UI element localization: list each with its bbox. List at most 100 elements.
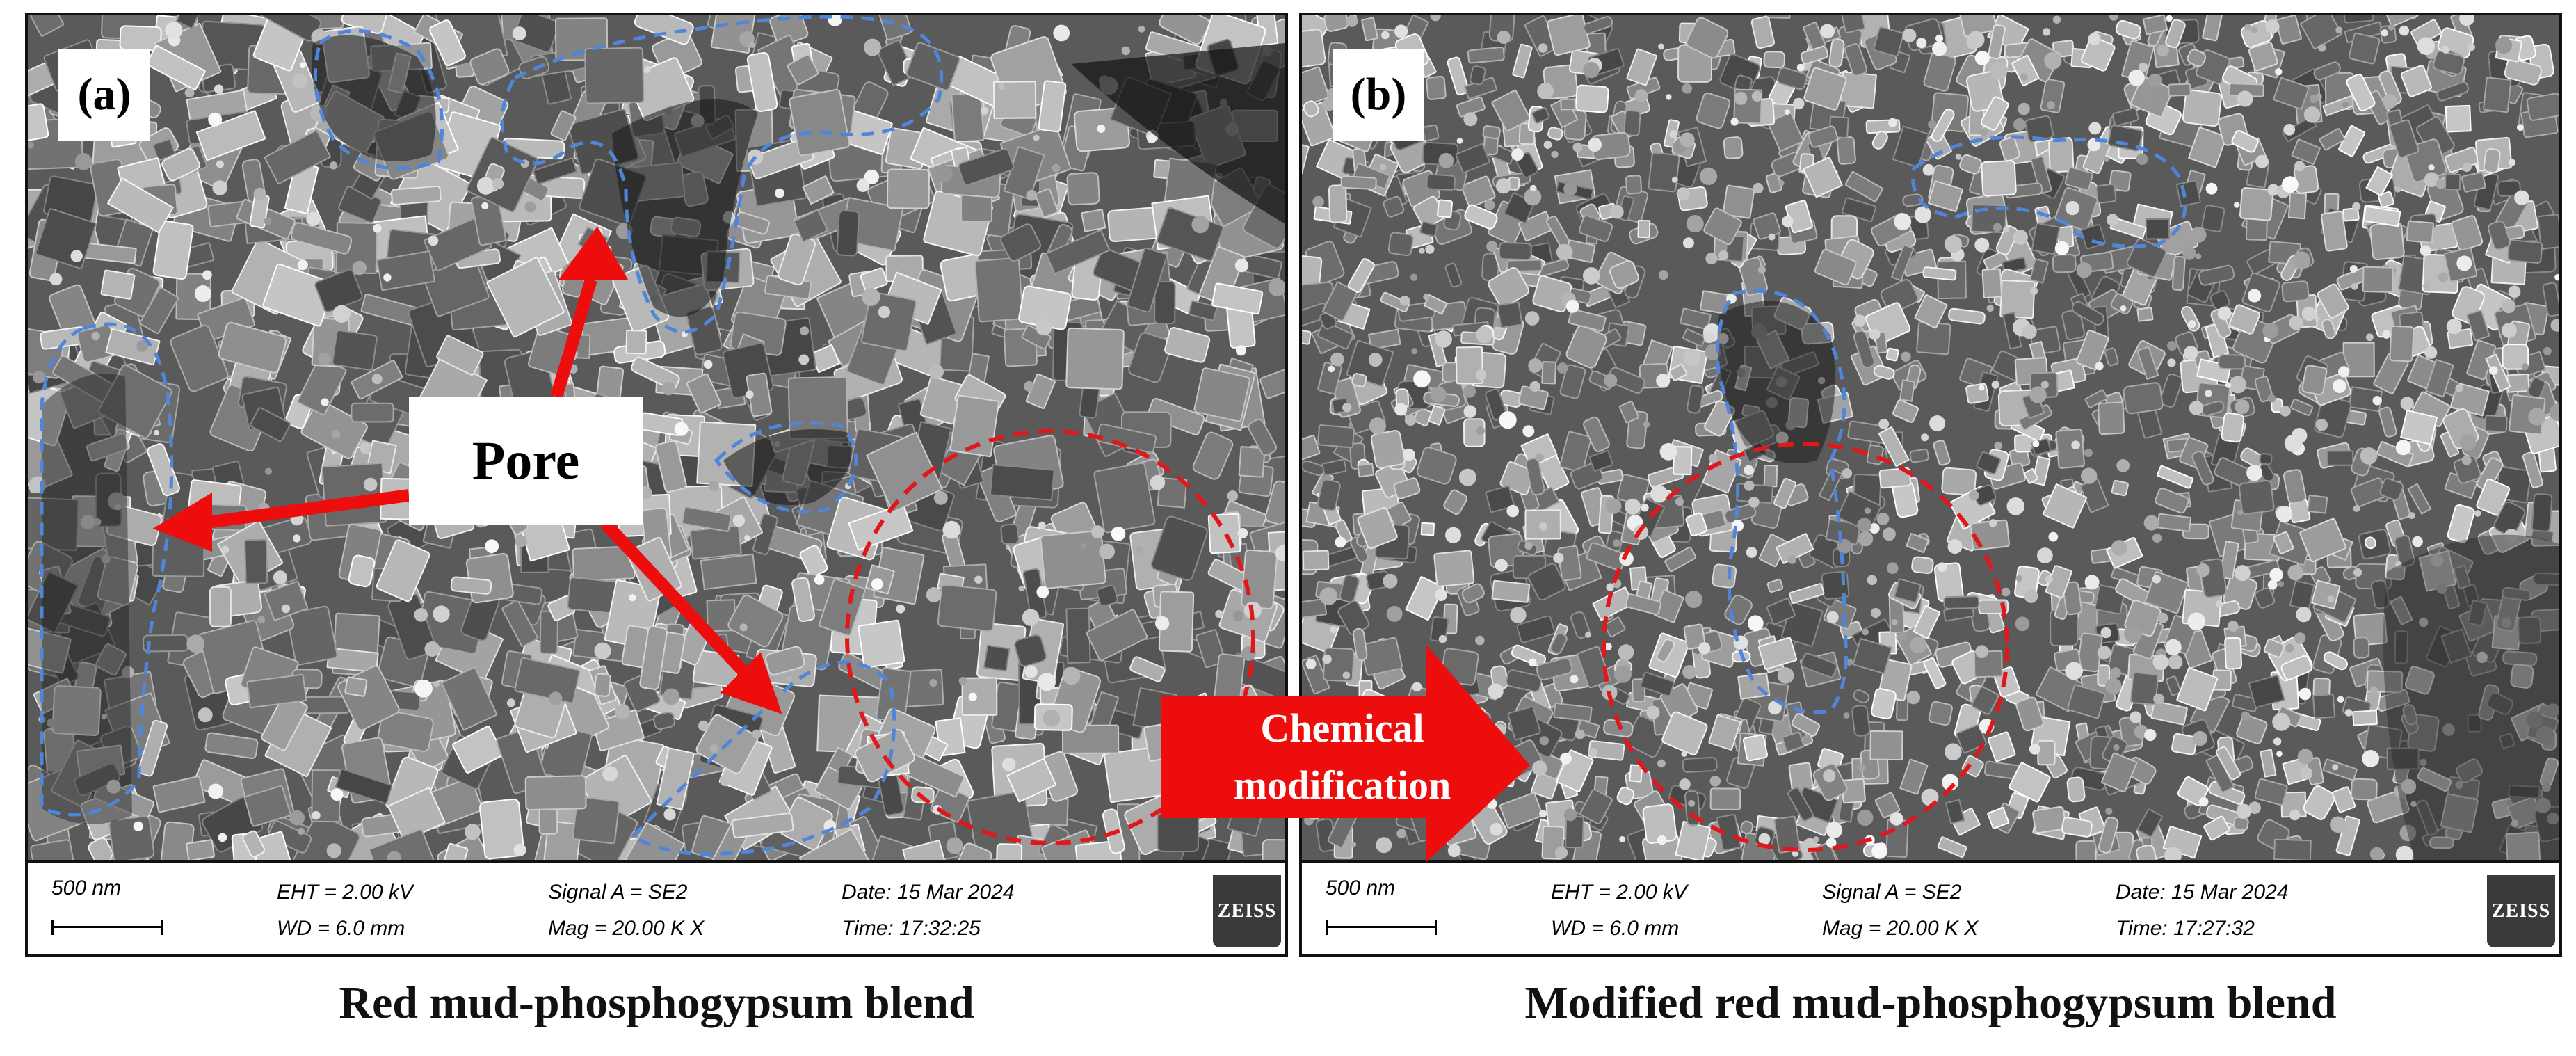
micrograph-texture-b xyxy=(1302,15,2559,860)
crystal-particle xyxy=(700,553,757,591)
crystal-particle xyxy=(1928,701,1953,726)
granule xyxy=(292,73,307,89)
granule xyxy=(871,578,883,590)
granule xyxy=(929,679,937,687)
pore-arrow-shaft xyxy=(600,518,756,685)
granule xyxy=(363,477,378,492)
granule xyxy=(293,534,301,543)
granule xyxy=(91,331,100,341)
signal-value: Signal A = SE2 xyxy=(548,881,688,904)
granule xyxy=(107,492,126,511)
granule xyxy=(1052,163,1061,173)
granule xyxy=(629,594,636,602)
arrow-label-line1: Chemical xyxy=(1260,705,1424,751)
crystal-particle xyxy=(344,676,368,697)
crystal-particle xyxy=(653,711,676,730)
panel-tag-a: (a) xyxy=(58,49,150,141)
crystal-particle xyxy=(2275,15,2303,45)
crystal-particle xyxy=(798,828,873,860)
granule xyxy=(264,217,272,225)
background-region xyxy=(1071,43,1285,224)
granule xyxy=(643,65,652,74)
crystal-particle xyxy=(1157,477,1188,509)
wd-value: WD = 6.0 mm xyxy=(1551,917,1680,940)
granule xyxy=(708,480,719,491)
crystal-particle xyxy=(1211,282,1264,315)
crystal-particle xyxy=(243,785,291,827)
crystal-particle xyxy=(376,250,435,291)
crystal-particle xyxy=(639,625,668,690)
granule xyxy=(481,202,489,209)
crystal-particle xyxy=(186,839,215,860)
pore-outline xyxy=(629,660,896,856)
granule xyxy=(101,554,111,564)
granule xyxy=(49,273,63,286)
highlight-circle xyxy=(845,429,1255,845)
granule xyxy=(257,616,266,623)
pore-outline xyxy=(714,421,858,514)
granule xyxy=(1138,26,1145,33)
crystal-particle xyxy=(631,356,680,390)
background-region xyxy=(2383,534,2559,860)
crystal-particle xyxy=(176,15,202,29)
crystal-particle xyxy=(97,556,139,606)
crystal-particle xyxy=(1000,523,1020,545)
granule xyxy=(184,88,195,98)
pore-region xyxy=(42,374,132,824)
granule xyxy=(28,141,34,149)
eht-value: EHT = 2.00 kV xyxy=(277,881,413,904)
arrow-label-line2: modification xyxy=(1233,762,1451,808)
crystal-particle xyxy=(1074,840,1125,860)
granule xyxy=(202,270,212,280)
crystal-particle xyxy=(1066,172,1100,206)
pore-label: Pore xyxy=(409,397,643,525)
granule xyxy=(94,518,102,526)
pore-arrow-head xyxy=(558,226,629,280)
crystal-particle xyxy=(28,571,79,634)
granule xyxy=(33,370,46,384)
granule xyxy=(414,608,428,622)
granule xyxy=(513,843,526,856)
granule xyxy=(297,827,305,835)
granule xyxy=(492,177,504,190)
granule xyxy=(974,575,983,584)
granule xyxy=(1275,545,1285,561)
granule xyxy=(1235,345,1247,356)
crystal-particle xyxy=(377,710,434,753)
crystal-particle xyxy=(437,842,469,860)
granule xyxy=(70,250,83,262)
crystal-particle xyxy=(1154,280,1176,325)
granule xyxy=(656,346,664,354)
date-value: Date: 15 Mar 2024 xyxy=(842,881,1015,904)
crystal-particle xyxy=(351,402,394,423)
crystal-particle xyxy=(479,798,525,860)
granule xyxy=(332,305,351,323)
crystal-particle xyxy=(539,610,559,655)
crystal-particle xyxy=(1150,515,1208,581)
granule xyxy=(1150,474,1166,490)
eht-value: EHT = 2.00 kV xyxy=(1551,881,1687,904)
granule xyxy=(321,398,329,406)
granule xyxy=(800,326,810,336)
granule xyxy=(512,26,526,41)
crystal-particle xyxy=(486,257,565,338)
crystal-particle xyxy=(1093,462,1156,534)
crystal-particle xyxy=(369,829,441,860)
sem-info-bar-a: 500 nm EHT = 2.00 kV WD = 6.0 mm Signal … xyxy=(28,860,1285,954)
crystal-particle xyxy=(290,222,353,255)
granule xyxy=(614,703,631,719)
granule xyxy=(1038,673,1056,691)
crystal-particle xyxy=(335,768,393,805)
granule xyxy=(218,833,227,842)
granule xyxy=(1111,527,1126,541)
granule xyxy=(1191,216,1209,234)
crystal-particle xyxy=(802,175,835,205)
pore-arrow-shaft xyxy=(200,489,410,529)
granule xyxy=(387,851,402,860)
crystal-particle xyxy=(1034,188,1058,218)
crystal-particle xyxy=(799,545,828,577)
granule xyxy=(506,698,516,707)
crystal-particle xyxy=(138,719,168,777)
crystal-particle xyxy=(452,726,504,774)
granule xyxy=(194,285,211,302)
